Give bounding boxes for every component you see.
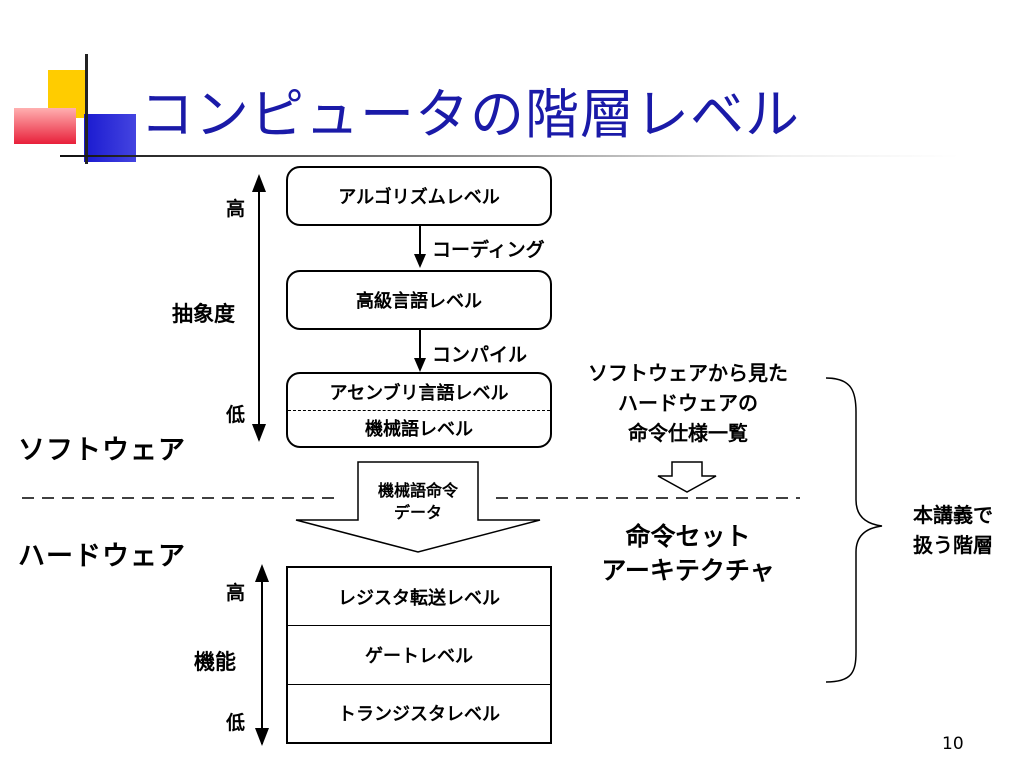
assembly-machine-box: アセンブリ言語レベル 機械語レベル	[286, 372, 552, 448]
course-scope-line1: 本講義で	[913, 503, 993, 527]
hardware-axis-bottom-head	[255, 728, 269, 746]
title-underline	[60, 155, 960, 157]
isa-line1: 命令セット	[625, 522, 751, 551]
machine-code-line1: 機械語命令	[377, 481, 458, 500]
spec-description: ソフトウェアから見た ハードウェアの 命令仕様一覧	[570, 358, 806, 448]
hardware-section-label: ハードウェア	[18, 541, 186, 572]
hardware-axis-top-head	[255, 564, 269, 582]
machine-code-arrow-text: 機械語命令 データ	[358, 480, 478, 524]
algorithm-level-box: アルゴリズムレベル	[286, 166, 552, 226]
assembly-level-label: アセンブリ言語レベル	[288, 374, 550, 411]
title-decoration-blue	[84, 114, 136, 162]
compile-label: コンパイル	[432, 344, 528, 366]
gate-level: ゲートレベル	[288, 626, 550, 685]
hardware-axis-low: 低	[226, 712, 246, 734]
software-axis-name: 抽象度	[172, 302, 235, 326]
software-axis-low: 低	[226, 404, 246, 426]
software-axis-bottom-head	[252, 424, 266, 442]
high-level-language-box: 高級言語レベル	[286, 270, 552, 330]
isa-label: 命令セット アーキテクチャ	[566, 520, 810, 588]
software-axis-high: 高	[226, 198, 246, 220]
software-axis-top-head	[252, 174, 266, 192]
register-transfer-level: レジスタ転送レベル	[288, 568, 550, 627]
spec-line1: ソフトウェアから見た	[588, 361, 788, 385]
hardware-axis-high: 高	[226, 582, 246, 604]
spec-line3: 命令仕様一覧	[628, 421, 748, 445]
coding-arrow-head	[414, 254, 426, 268]
spec-arrow	[657, 461, 717, 493]
hardware-axis-name: 機能	[194, 650, 236, 674]
page-number: 10	[942, 734, 964, 754]
title-decoration-red	[14, 108, 76, 144]
hardware-levels-stack: レジスタ転送レベル ゲートレベル トランジスタレベル	[286, 566, 552, 744]
course-scope-label: 本講義で 扱う階層	[888, 500, 1018, 560]
transistor-level: トランジスタレベル	[338, 704, 500, 726]
slide-title: コンピュータの階層レベル	[140, 83, 800, 146]
software-section-label: ソフトウェア	[18, 435, 186, 466]
course-scope-line2: 扱う階層	[913, 533, 993, 557]
machine-code-arrow	[295, 461, 541, 553]
title-decoration-vertical-line	[85, 54, 88, 164]
course-scope-brace	[825, 377, 883, 683]
coding-label: コーディング	[432, 239, 545, 261]
machine-level-label: 機械語レベル	[365, 419, 473, 441]
isa-line2: アーキテクチャ	[601, 556, 775, 585]
machine-code-line2: データ	[393, 503, 442, 522]
spec-line2: ハードウェアの	[618, 391, 758, 415]
compile-arrow-head	[414, 358, 426, 372]
